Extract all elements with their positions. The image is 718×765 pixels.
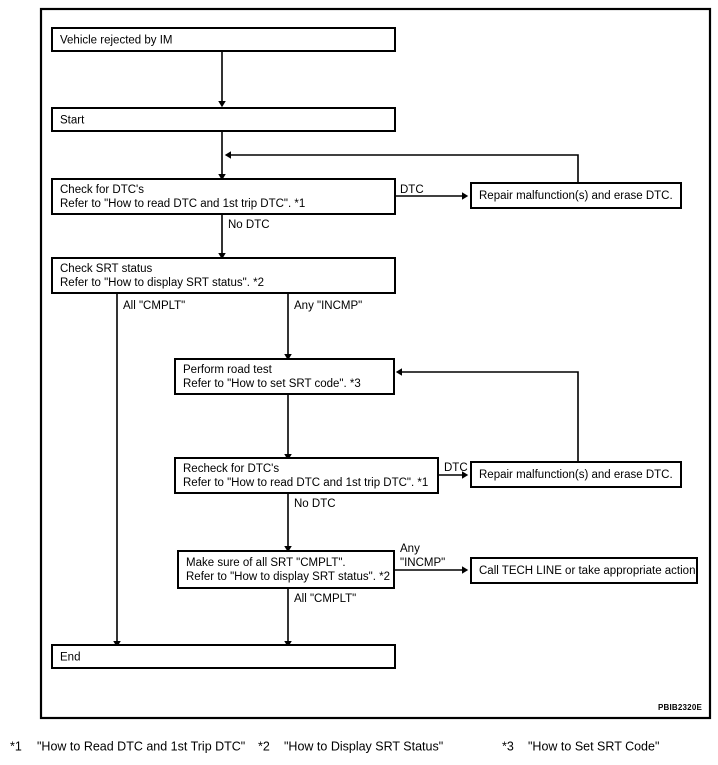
node-check-dtc-line1: Check for DTC's: [60, 184, 144, 196]
edge-label-all-cmplt-2: All "CMPLT": [294, 593, 356, 605]
footnote-2-marker: *2: [258, 739, 270, 753]
footnote-3-text: "How to Set SRT Code": [528, 739, 659, 753]
edge-label-any-incmp-2-line2: "INCMP": [400, 557, 445, 569]
node-check-dtc: Check for DTC's Refer to "How to read DT…: [51, 178, 396, 215]
node-end: End: [51, 644, 396, 669]
node-make-sure-srt-line2: Refer to "How to display SRT status". *2: [186, 571, 390, 583]
connector-repair1-feedback: [224, 151, 579, 182]
diagram-id-code: PBIB2320E: [658, 703, 703, 712]
footnote-2: *2 "How to Display SRT Status": [258, 739, 443, 753]
footnote-1-marker: *1: [10, 739, 22, 753]
node-recheck-dtc-line1: Recheck for DTC's: [183, 463, 279, 475]
node-tech-line-label: Call TECH LINE or take appropriate actio…: [479, 565, 699, 577]
node-tech-line: Call TECH LINE or take appropriate actio…: [470, 557, 699, 584]
node-check-srt: Check SRT status Refer to "How to displa…: [51, 257, 396, 294]
edge-label-all-cmplt-1: All "CMPLT": [123, 300, 185, 312]
node-check-dtc-line2: Refer to "How to read DTC and 1st trip D…: [60, 198, 305, 210]
footnote-3: *3 "How to Set SRT Code": [502, 739, 659, 753]
node-road-test-line2: Refer to "How to set SRT code". *3: [183, 378, 361, 390]
node-start-label: Start: [60, 115, 85, 127]
node-repair-2: Repair malfunction(s) and erase DTC.: [470, 461, 682, 488]
node-check-srt-line1: Check SRT status: [60, 263, 153, 275]
diagram-frame: [39, 7, 712, 720]
edge-label-any-incmp-1: Any "INCMP": [294, 300, 362, 312]
connector-repair2-feedback: [395, 368, 579, 462]
node-recheck-dtc: Recheck for DTC's Refer to "How to read …: [174, 457, 439, 494]
node-repair-2-label: Repair malfunction(s) and erase DTC.: [479, 469, 673, 481]
footnote-1: *1 "How to Read DTC and 1st Trip DTC": [10, 739, 245, 753]
edge-label-no-dtc-1: No DTC: [228, 219, 270, 231]
node-repair-1: Repair malfunction(s) and erase DTC.: [470, 182, 682, 209]
footnote-3-marker: *3: [502, 739, 514, 753]
node-make-sure-srt-line1: Make sure of all SRT "CMPLT".: [186, 557, 346, 569]
footnote-1-text: "How to Read DTC and 1st Trip DTC": [37, 739, 245, 753]
node-check-srt-line2: Refer to "How to display SRT status". *2: [60, 277, 264, 289]
edge-label-no-dtc-2: No DTC: [294, 498, 336, 510]
node-recheck-dtc-line2: Refer to "How to read DTC and 1st trip D…: [183, 477, 428, 489]
footnote-2-text: "How to Display SRT Status": [284, 739, 443, 753]
edge-label-any-incmp-2-line1: Any: [400, 543, 420, 555]
edge-label-dtc-1: DTC: [400, 184, 424, 196]
node-road-test-line1: Perform road test: [183, 364, 273, 376]
node-vehicle-rejected: Vehicle rejected by IM: [51, 27, 396, 52]
node-make-sure-srt: Make sure of all SRT "CMPLT". Refer to "…: [177, 550, 395, 589]
node-start: Start: [51, 107, 396, 132]
edge-label-dtc-2: DTC: [444, 462, 468, 474]
node-vehicle-rejected-label: Vehicle rejected by IM: [60, 35, 173, 47]
node-end-label: End: [60, 652, 80, 664]
node-repair-1-label: Repair malfunction(s) and erase DTC.: [479, 190, 673, 202]
node-road-test: Perform road test Refer to "How to set S…: [174, 358, 395, 395]
